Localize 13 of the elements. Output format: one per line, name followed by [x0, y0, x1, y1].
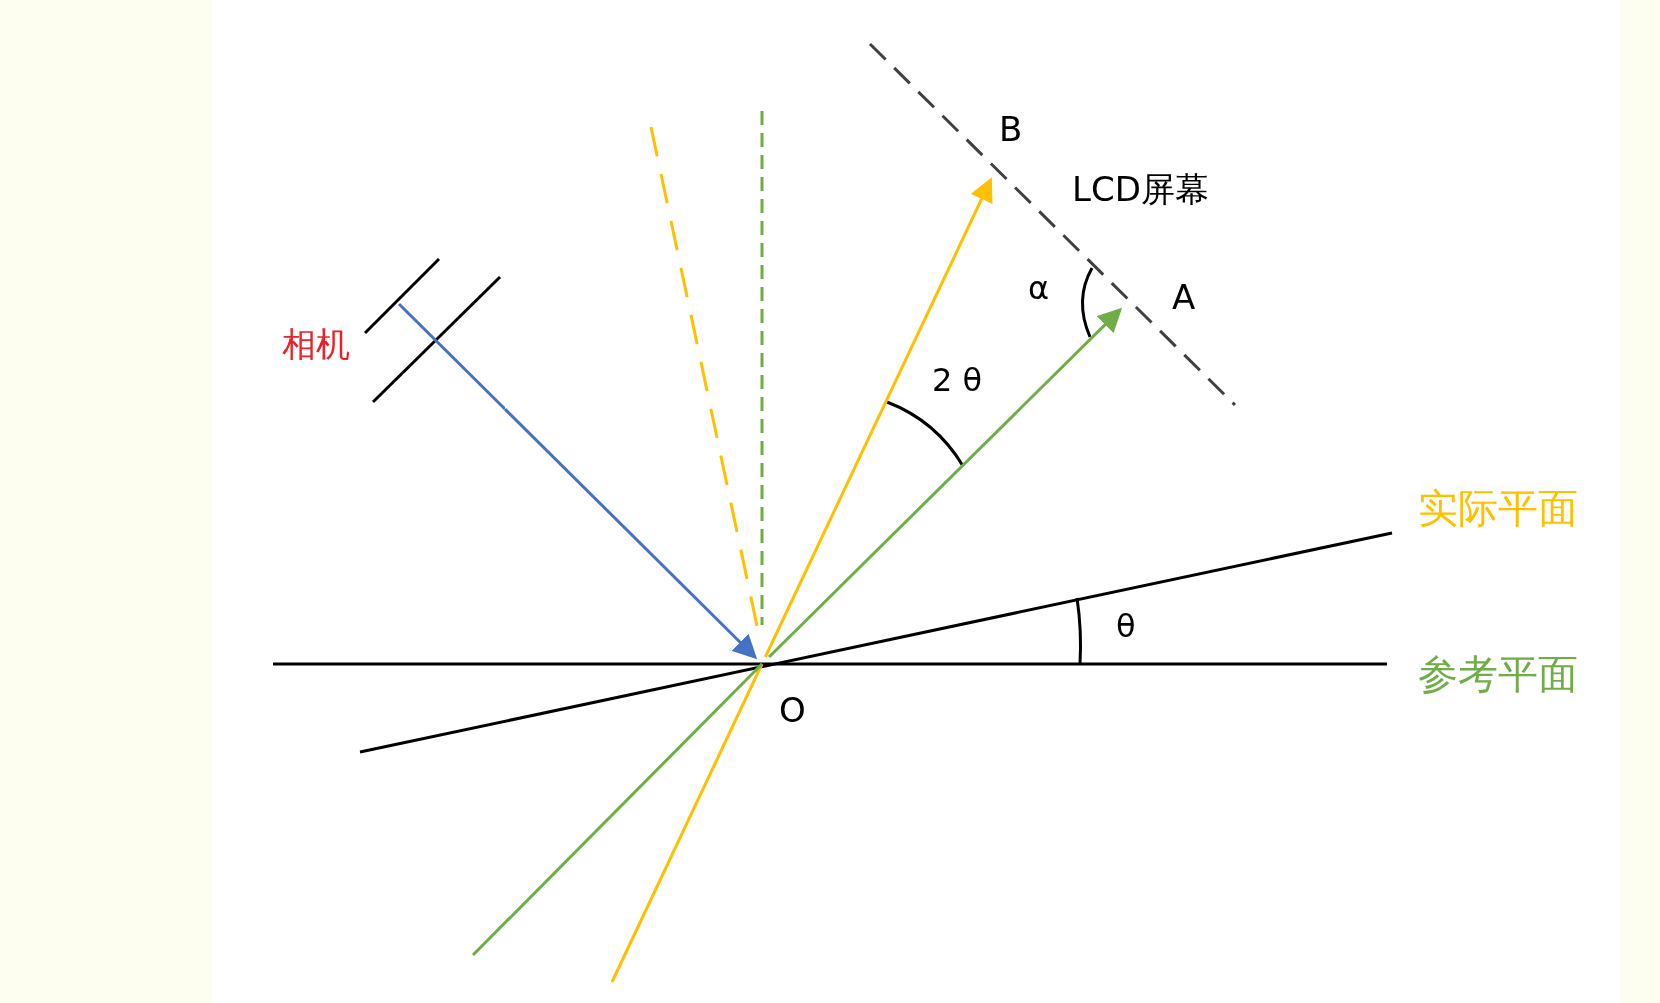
plane-label: 参考平面: [1418, 654, 1578, 694]
point-label: B: [999, 112, 1023, 146]
angle-label: 2 θ: [932, 364, 983, 396]
screen-label: LCD屏幕: [1072, 172, 1209, 206]
camera-label: 相机: [282, 327, 350, 361]
angle-label: θ: [1116, 610, 1136, 642]
arrow: [503, 408, 758, 660]
point-label: O: [779, 693, 806, 727]
arrow: [768, 307, 1123, 659]
plane-label: 实际平面: [1418, 488, 1578, 528]
arrow: [763, 177, 993, 658]
point-label: A: [1172, 280, 1196, 314]
angle-label: α: [1028, 272, 1050, 304]
